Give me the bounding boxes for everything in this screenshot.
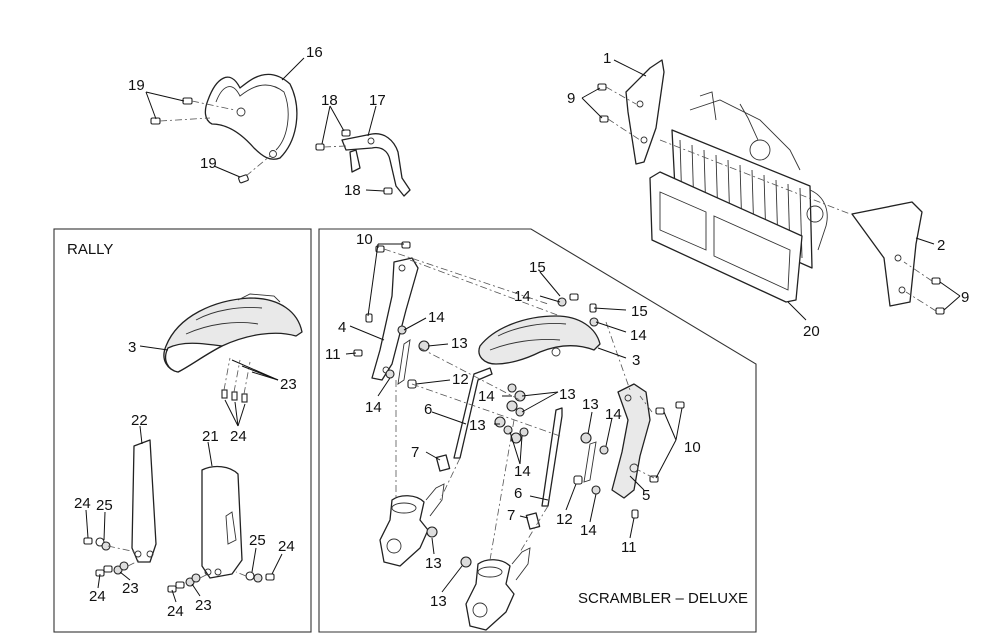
- callout-12-left: 12: [452, 371, 469, 388]
- callout-19-a: 19: [128, 77, 145, 94]
- callout-16: 16: [306, 44, 323, 61]
- rally-section-label: RALLY: [67, 241, 113, 258]
- callout-11-right: 11: [621, 539, 637, 556]
- screw-19-c: [238, 155, 271, 184]
- callout-14-g: 14: [605, 406, 622, 423]
- callout-9-left: 9: [567, 90, 575, 107]
- callout-18-a: 18: [321, 92, 338, 109]
- callout-21: 21: [202, 428, 219, 445]
- mudguard-stay-4-part: [371, 257, 419, 381]
- rally-mudguard-part: [163, 293, 303, 373]
- scrambler-mudguard-part: [478, 315, 601, 365]
- fork-guard-21-part: [201, 465, 243, 579]
- mudguard-stay-5-part: [611, 383, 651, 499]
- callout-24-c: 24: [89, 588, 106, 605]
- callout-1: 1: [603, 50, 611, 67]
- callout-13-a: 13: [451, 335, 468, 352]
- callout-14-a: 14: [428, 309, 445, 326]
- callout-19-b: 19: [200, 155, 217, 172]
- brake-line-rod-6-left: [453, 367, 493, 459]
- callout-7-right: 7: [507, 507, 515, 524]
- fork-guard-22-part: [131, 439, 157, 563]
- callout-13-f: 13: [430, 593, 447, 610]
- headlight-bracket-part: [341, 133, 411, 197]
- callout-24-a: 24: [230, 428, 247, 445]
- callout-23-c: 23: [195, 597, 212, 614]
- screw-18-a: [315, 129, 351, 151]
- fork-bottom-left: [379, 483, 445, 567]
- callout-23-a: 23: [280, 376, 297, 393]
- callout-3-scrambler: 3: [632, 352, 640, 369]
- callout-4: 4: [338, 319, 346, 336]
- callout-13-e: 13: [425, 555, 442, 572]
- callout-18-b: 18: [344, 182, 361, 199]
- callout-7-left: 7: [411, 444, 419, 461]
- callout-6-right: 6: [514, 485, 522, 502]
- callout-14-e: 14: [478, 388, 495, 405]
- callout-9-right: 9: [961, 289, 969, 306]
- callout-12-right: 12: [556, 511, 573, 528]
- rally-bolts-24: [221, 357, 251, 403]
- callout-5: 5: [642, 487, 650, 504]
- left-radiator-cover-part: [625, 59, 665, 165]
- screws-9-right: [903, 261, 945, 315]
- screw-19-b: [150, 117, 211, 125]
- callout-20: 20: [803, 323, 820, 340]
- callout-24-d: 24: [167, 603, 184, 620]
- callout-10-left: 10: [356, 231, 373, 248]
- callout-24-e: 24: [278, 538, 295, 555]
- callout-22: 22: [131, 412, 148, 429]
- grommet-7-right: [525, 512, 541, 530]
- callout-14-h: 14: [580, 522, 597, 539]
- callout-13-b: 13: [559, 386, 576, 403]
- rally-fork-fasteners: [83, 537, 275, 593]
- callout-11-left: 11: [325, 346, 341, 363]
- rally-frame: [53, 228, 312, 633]
- callout-3-rally: 3: [128, 339, 136, 356]
- callout-14-b: 14: [365, 399, 382, 416]
- callout-15-b: 15: [631, 303, 648, 320]
- fork-bottom-right: [465, 547, 531, 631]
- right-radiator-cover-part: [851, 201, 923, 307]
- callout-13-c: 13: [469, 417, 486, 434]
- callout-15-a: 15: [529, 259, 546, 276]
- callout-17: 17: [369, 92, 386, 109]
- callout-14-f: 14: [514, 463, 531, 480]
- radiator-guard-part: [649, 171, 803, 303]
- grommet-7-left: [435, 454, 451, 472]
- callout-14-c: 14: [514, 288, 531, 305]
- scrambler-frame: [318, 228, 757, 633]
- brake-line-rod-6-right: [541, 407, 563, 507]
- callout-13-d: 13: [582, 396, 599, 413]
- callout-10-right: 10: [684, 439, 701, 456]
- scrambler-section-label: SCRAMBLER – DELUXE: [578, 590, 748, 607]
- callout-14-d: 14: [630, 327, 647, 344]
- callout-23-b: 23: [122, 580, 139, 597]
- callout-6-left: 6: [424, 401, 432, 418]
- callout-2: 2: [937, 237, 945, 254]
- callout-24-b: 24: [74, 495, 91, 512]
- callout-25-b: 25: [249, 532, 266, 549]
- headlight-surround-part: [204, 73, 298, 160]
- screw-18-b: [383, 187, 393, 195]
- callout-25-a: 25: [96, 497, 113, 514]
- scrambler-fasteners: [353, 241, 685, 568]
